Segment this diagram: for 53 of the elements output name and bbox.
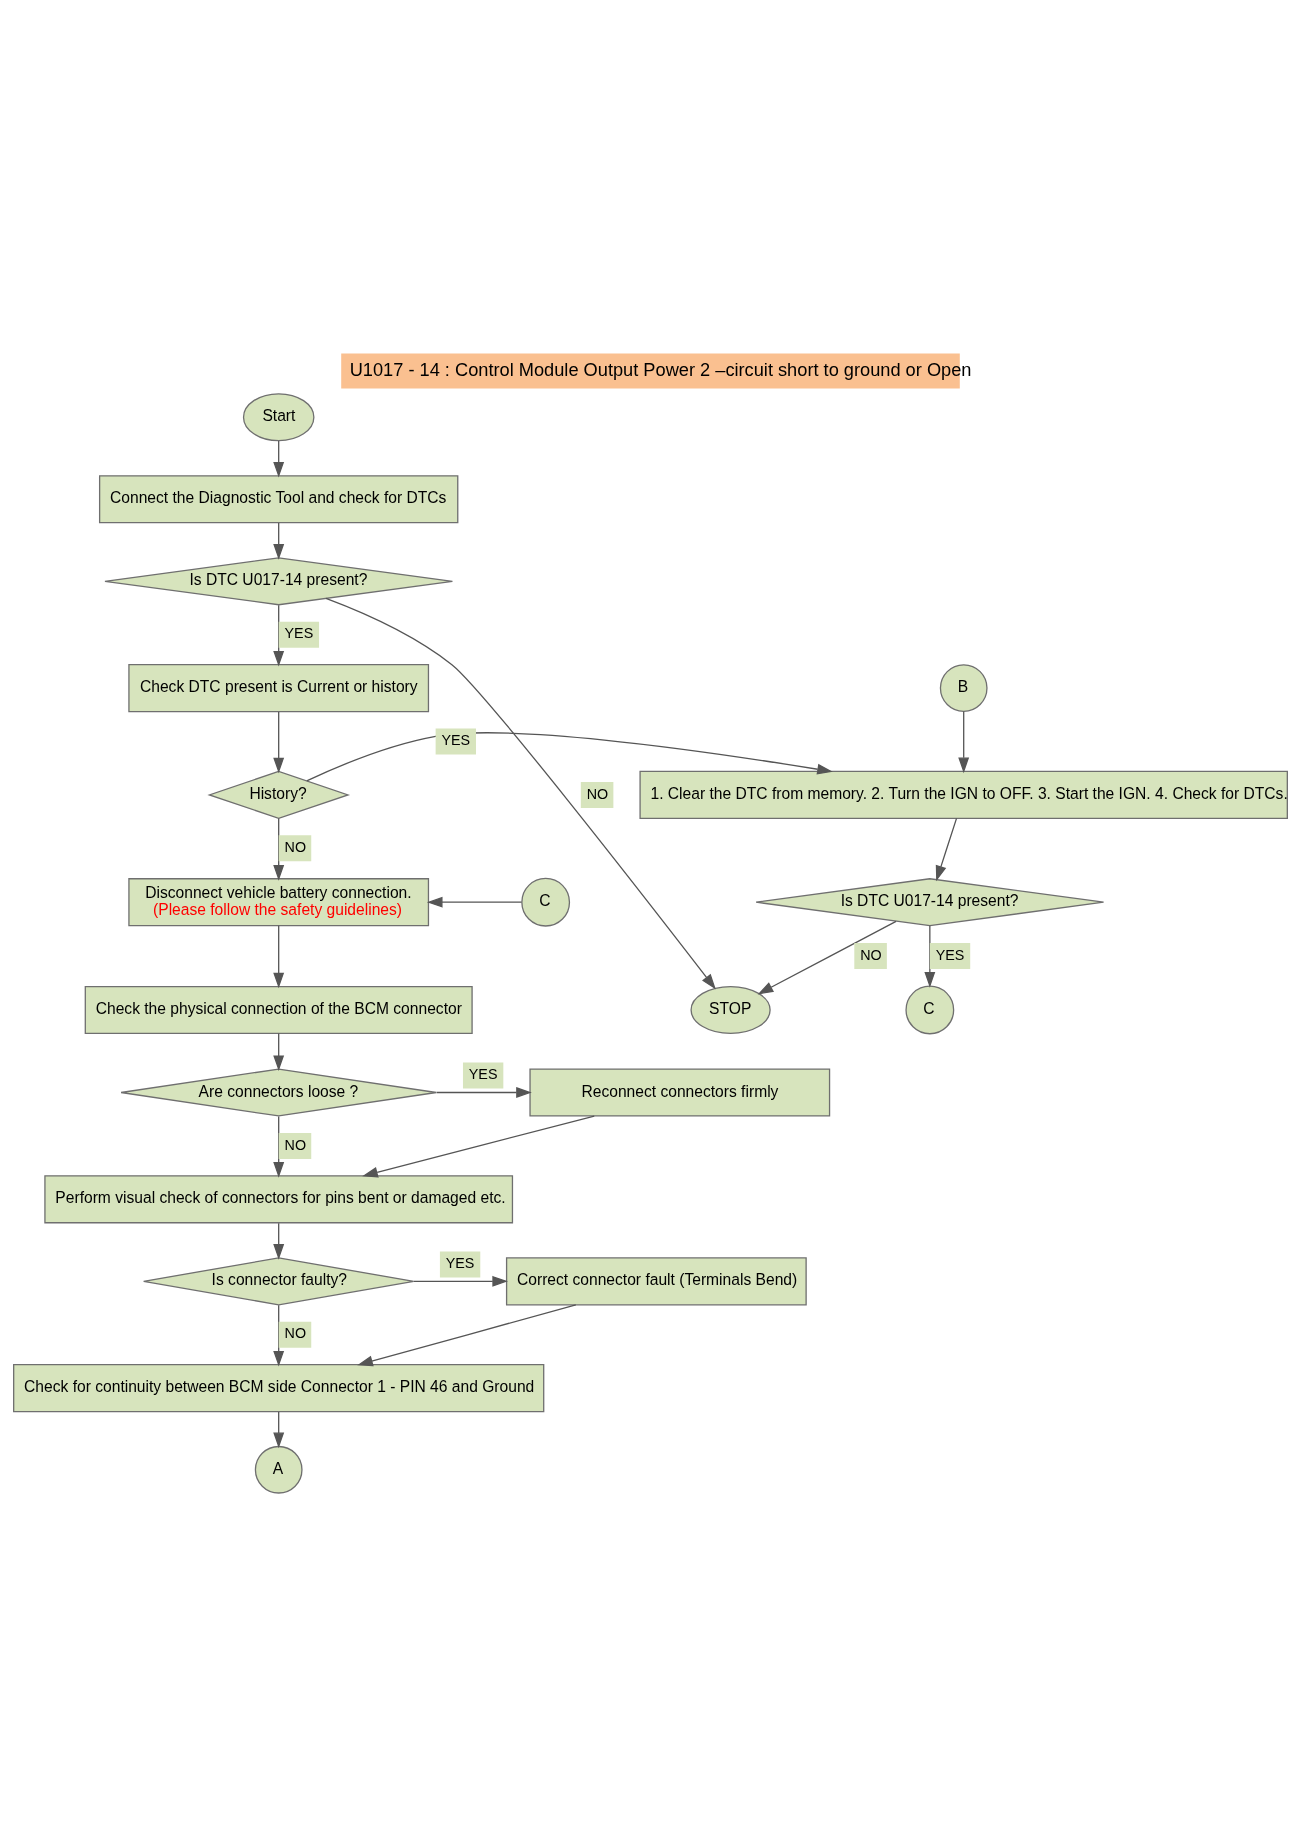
edge-label: YES [284,624,314,641]
arrow [306,731,833,782]
node-ellipse: Start [242,392,315,441]
arrow [273,1032,285,1071]
node-box: Check for continuity between BCM side Connector 1 - PIN 46 and Ground [13,1363,545,1412]
arrow [958,710,970,773]
node-box: Check DTC present is Current or history [128,663,430,712]
node-box: Connect the Diagnostic Tool and check for DTCs [98,474,459,523]
edge-label: YES [468,1065,498,1082]
node-box: Disconnect vehicle battery connection. (Please follow the safety guidelines) [128,877,430,926]
arrow [426,896,523,908]
node-diamond: History? [207,770,350,819]
edge-label: NO [586,785,609,802]
edge-label: NO [284,1136,307,1153]
node-diamond: Is connector faulty? [143,1256,415,1305]
arrow [273,1304,285,1367]
node-circle: B [939,663,988,712]
arrow [273,710,285,773]
arrow [357,1303,577,1366]
arrow [273,924,285,988]
arrow [273,817,285,881]
edge-label: NO [284,1324,307,1341]
node-box: Perform visual check of connectors for pins bent or damaged etc. [44,1174,514,1223]
arrow [273,1115,285,1178]
arrow [273,521,285,560]
edge-label: NO [284,838,307,855]
arrow [924,924,936,988]
node-diamond: Is DTC U017-14 present? [104,556,454,605]
node-box: 1. Clear the DTC from memory. 2. Turn the IGN to OFF. 3. Start the IGN. 4. Check for DTCs. [639,770,1288,819]
arrow [325,597,716,990]
node-box: Check the physical connection of the BCM connector [84,985,473,1034]
arrow [413,1275,508,1287]
edge-label: NO [860,946,882,963]
node-diamond: Is DTC U017-14 present? [755,877,1105,926]
node-box: Correct connector fault (Terminals Bend) [505,1256,807,1305]
arrow [935,817,958,881]
node-circle: C [905,985,955,1034]
node-diamond: Are connectors loose ? [120,1067,437,1117]
node-circle: C [521,877,571,927]
arrow [273,1410,285,1448]
arrow [436,1086,532,1098]
edge-label: YES [445,1254,475,1271]
arrow [273,604,285,667]
arrow [273,1222,285,1260]
edge-label: YES [935,946,965,963]
arrow [362,1114,595,1178]
node-box: Reconnect connectors firmly [529,1067,831,1117]
node-circle: A [254,1445,303,1494]
arrow [757,920,897,994]
arrow [273,439,285,478]
edge-label: YES [441,731,471,748]
diagram-title: U1017 - 14 : Control Module Output Power 2 –circuit short to ground or Open [349,358,972,380]
node-ellipse: STOP [690,985,771,1034]
